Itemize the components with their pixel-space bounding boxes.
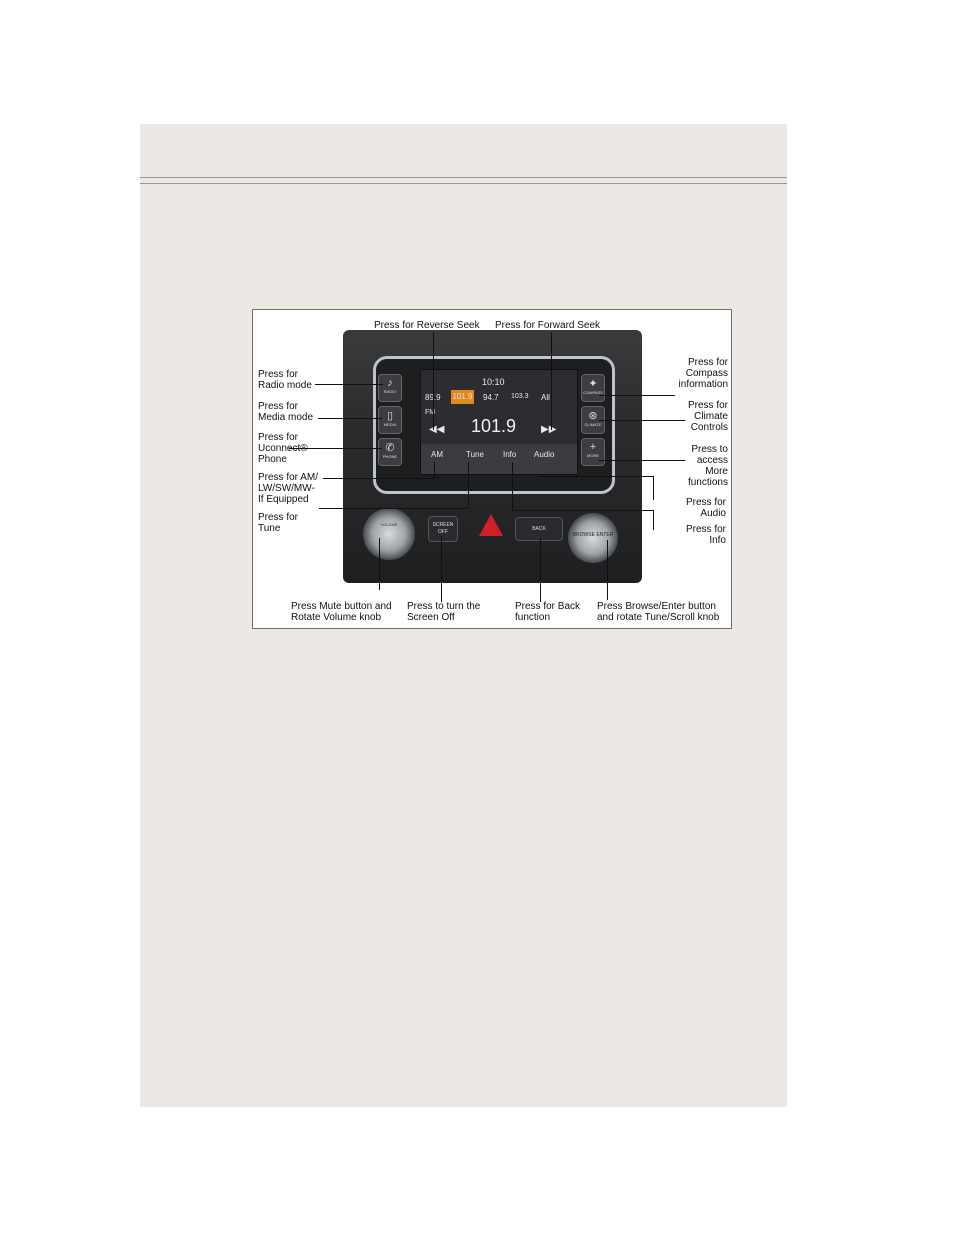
back-button: BACK bbox=[515, 517, 563, 541]
radio-button: ♪RADIO bbox=[378, 374, 402, 402]
screen-off-button: SCREEN OFF bbox=[428, 516, 458, 542]
seek-forward-icon: ▶▶ bbox=[541, 424, 556, 435]
clock: 10:10 bbox=[482, 377, 505, 387]
preset-4: 103.3 bbox=[511, 393, 529, 400]
current-frequency: 101.9 bbox=[471, 416, 516, 437]
callout-am-band: Press for AM/LW/SW/MW-If Equipped bbox=[258, 472, 318, 505]
hazard-icon bbox=[479, 514, 503, 536]
header-rule bbox=[140, 177, 787, 178]
tab-tune: Tune bbox=[466, 450, 484, 459]
tab-info: Info bbox=[503, 450, 516, 459]
preset-all: All bbox=[541, 393, 550, 402]
compass-button: ✦COMPASS bbox=[581, 374, 605, 402]
radio-touchscreen: 10:10 89.9 101.9 94.7 103.3 All FM ◀◀ 10… bbox=[420, 369, 578, 475]
callout-forward-seek: Press for Forward Seek bbox=[495, 320, 600, 331]
tab-audio: Audio bbox=[534, 450, 554, 459]
tab-am: AM bbox=[431, 450, 443, 459]
seek-back-icon: ◀◀ bbox=[429, 424, 444, 435]
preset-2-selected: 101.9 bbox=[451, 390, 474, 404]
volume-knob: VOLUME bbox=[363, 508, 415, 560]
header-rule-secondary bbox=[140, 183, 787, 184]
media-button: ▯MEDIA bbox=[378, 406, 402, 434]
radio-controls-figure: ♪RADIO ▯MEDIA ✆PHONE ✦COMPASS ⊛CLIMATE +… bbox=[252, 309, 732, 629]
browse-enter-knob: BROWSE ENTER bbox=[568, 513, 618, 563]
more-button: +MORE bbox=[581, 438, 605, 466]
preset-3: 94.7 bbox=[483, 393, 499, 402]
phone-button: ✆PHONE bbox=[378, 438, 402, 466]
callout-reverse-seek: Press for Reverse Seek bbox=[374, 320, 480, 331]
